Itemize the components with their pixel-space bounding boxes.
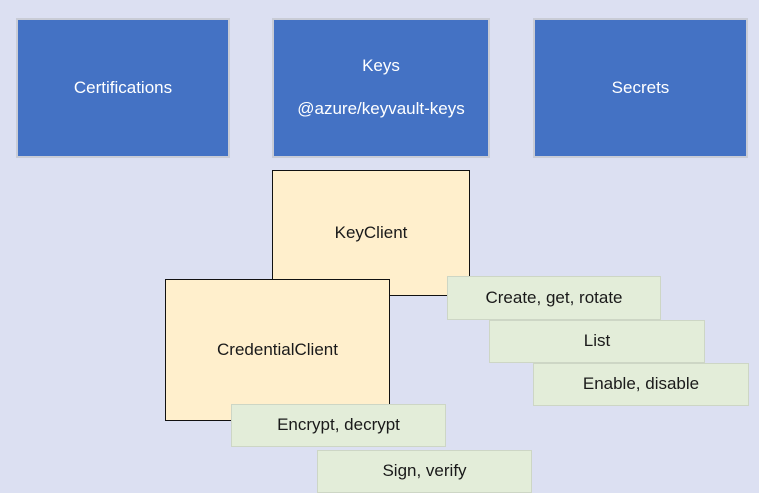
operation-list[interactable]: List <box>489 320 705 363</box>
key-client-class[interactable]: KeyClient <box>272 170 470 296</box>
operation-encrypt-decrypt-label: Encrypt, decrypt <box>277 415 400 435</box>
key-client-class-label: KeyClient <box>334 222 408 242</box>
certifications-package[interactable]: Certifications <box>16 18 230 158</box>
keys-package[interactable]: Keys @azure/keyvault-keys <box>272 18 490 158</box>
operation-encrypt-decrypt[interactable]: Encrypt, decrypt <box>231 404 446 447</box>
operation-create-get-rotate[interactable]: Create, get, rotate <box>447 276 661 320</box>
certifications-package-title: Certifications <box>73 77 173 97</box>
operation-list-label: List <box>583 331 611 351</box>
operation-create-get-rotate-label: Create, get, rotate <box>485 287 623 307</box>
operation-enable-disable-label: Enable, disable <box>582 374 700 394</box>
operation-sign-verify[interactable]: Sign, verify <box>317 450 532 493</box>
credential-client-class-label: CredentialClient <box>217 339 338 359</box>
secrets-package[interactable]: Secrets <box>533 18 748 158</box>
credential-client-class[interactable]: CredentialClient <box>165 279 390 421</box>
keys-package-subtitle: @azure/keyvault-keys <box>297 99 465 118</box>
operation-sign-verify-label: Sign, verify <box>382 461 467 481</box>
operation-enable-disable[interactable]: Enable, disable <box>533 363 749 406</box>
secrets-package-title: Secrets <box>611 77 670 97</box>
keys-package-title: Keys <box>362 56 400 76</box>
